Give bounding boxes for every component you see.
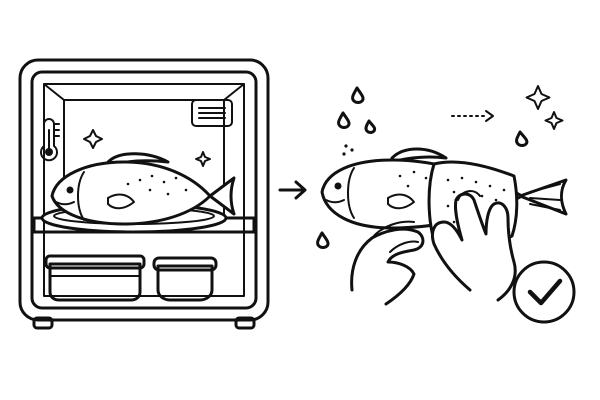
fridge-inner-frame [30,70,258,310]
water-drop-icon [337,111,351,129]
water-drop-icon [316,231,330,249]
checkmark-circle-icon [512,260,576,324]
fridge-vent-icon [191,99,233,127]
fridge-outer-body [18,58,270,322]
arrow-right-icon [278,180,307,200]
hands-patting-fish-dry-icon [316,85,568,306]
sparkle-icon [525,85,551,110]
thermometer-icon [40,118,60,162]
sparkle-icon [544,111,564,130]
fridge-foot-left [32,316,54,330]
food-container-right [152,256,218,302]
fish-on-plate-icon [50,152,236,226]
dotted-arrow-icon [451,110,494,122]
fridge-foot-right [234,316,256,330]
food-container-left [44,254,146,302]
left-hand-icon [350,220,425,306]
refrigerator-icon [18,58,270,330]
water-drop-icon [364,119,377,134]
fridge-interior-back [43,83,245,297]
water-drop-icon [351,86,365,104]
right-hand-icon [430,190,517,302]
water-drop-icon [515,130,529,147]
sparkle-icon [83,129,103,149]
sparkle-icon [195,151,211,167]
